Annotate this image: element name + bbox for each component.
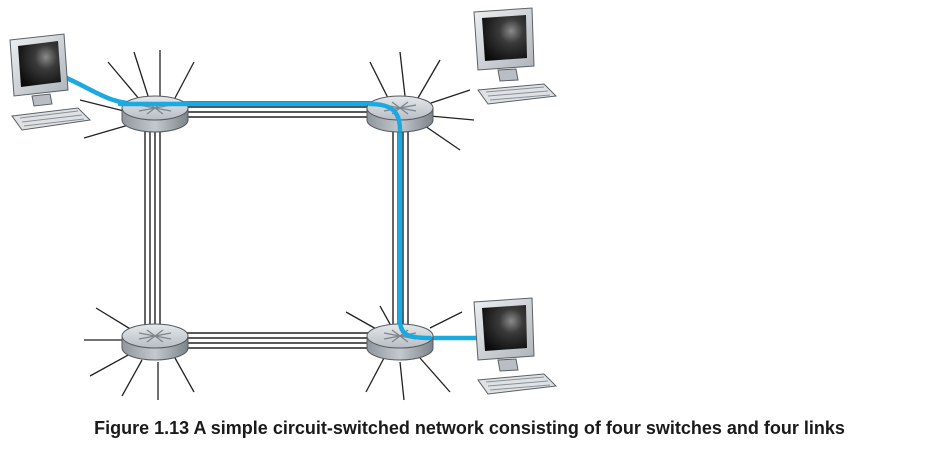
switch-icon bbox=[121, 323, 189, 361]
network-diagram bbox=[9, 7, 558, 401]
computer-icon bbox=[473, 7, 558, 105]
computer-icon bbox=[473, 297, 558, 395]
computer-icon bbox=[9, 33, 92, 131]
figure-caption: Figure 1.13 A simple circuit-switched ne… bbox=[94, 418, 845, 438]
switch-icon bbox=[366, 323, 434, 361]
switch-spokes bbox=[79, 50, 475, 401]
link-bottom bbox=[180, 332, 385, 349]
circuit-path-overlay bbox=[117, 101, 433, 341]
switch-icon bbox=[121, 95, 189, 133]
link-left bbox=[144, 125, 161, 330]
